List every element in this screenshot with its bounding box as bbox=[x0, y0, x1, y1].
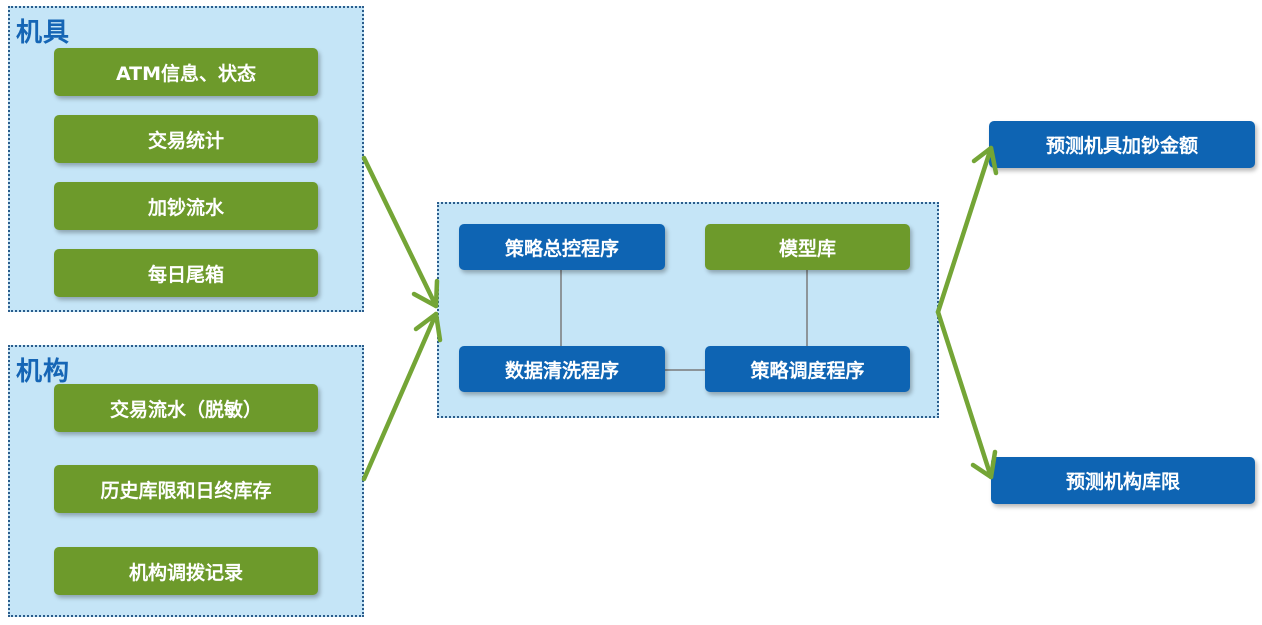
arrow-jigou-to-center bbox=[361, 311, 439, 482]
strategy-dispatch-box: 策略调度程序 bbox=[705, 346, 910, 392]
arrow-center-to-branch-output bbox=[935, 309, 994, 480]
arrow-center-to-atm-output bbox=[935, 145, 994, 315]
branch-transfer-record-box: 机构调拨记录 bbox=[54, 547, 318, 595]
arrow-jiju-to-center bbox=[361, 155, 439, 309]
jigou-panel-title: 机构 bbox=[16, 357, 71, 387]
data-cleaning-box: 数据清洗程序 bbox=[459, 346, 665, 392]
transaction-stats-box: 交易统计 bbox=[54, 115, 318, 163]
cash-replenish-flow-box: 加钞流水 bbox=[54, 182, 318, 230]
history-limit-inventory-box: 历史库限和日终库存 bbox=[54, 465, 318, 513]
jiju-panel-title: 机具 bbox=[16, 18, 71, 48]
predict-atm-cash-box: 预测机具加钞金额 bbox=[989, 121, 1255, 168]
atm-info-status-box: ATM信息、状态 bbox=[54, 48, 318, 96]
daily-tail-box-box: 每日尾箱 bbox=[54, 249, 318, 297]
model-library-box: 模型库 bbox=[705, 224, 910, 270]
predict-branch-limit-box: 预测机构库限 bbox=[991, 457, 1255, 504]
transaction-flow-desensitized-box: 交易流水（脱敏） bbox=[54, 384, 318, 432]
arrow-jiju-to-center-head bbox=[411, 278, 440, 309]
strategy-master-box: 策略总控程序 bbox=[459, 224, 665, 270]
